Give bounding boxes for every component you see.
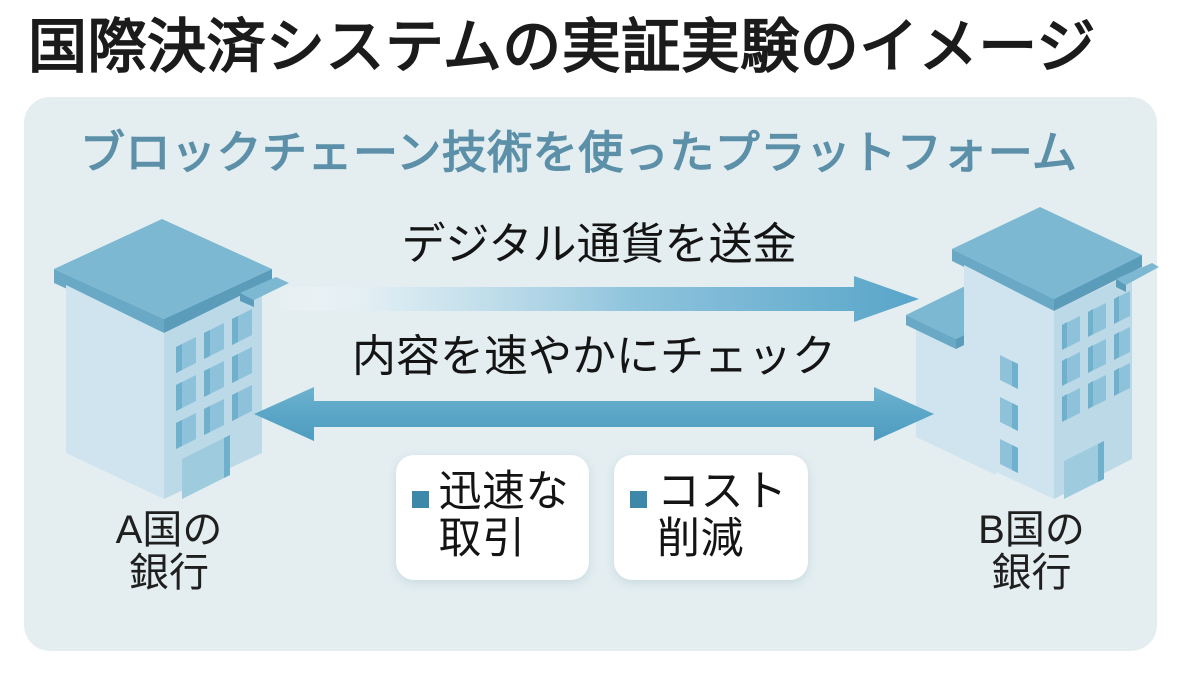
diagram-panel: ブロックチェーン技術を使ったプラットフォーム — [24, 97, 1159, 651]
benefit-card-swift-transactions[interactable]: 迅速な 取引 — [395, 455, 589, 580]
flow-remittance-label: デジタル通貨を送金 — [401, 220, 797, 269]
benefit-label: コスト 削減 — [657, 468, 788, 564]
arrow-right-icon — [279, 276, 919, 322]
bank-b-building — [904, 207, 1159, 507]
arrow-bidirectional-icon — [254, 387, 934, 441]
flow-verification: 内容を速やかにチェック — [254, 329, 934, 441]
page-title: 国際決済システムの実証実験のイメージ — [28, 14, 1097, 80]
office-building-icon — [54, 219, 289, 499]
platform-subtitle: ブロックチェーン技術を使ったプラットフォーム — [80, 127, 1078, 178]
office-building-icon — [906, 207, 1159, 499]
flow-remittance: デジタル通貨を送金 — [279, 217, 919, 322]
bank-a-building — [44, 207, 289, 507]
bank-a-label: A国の 銀行 — [115, 508, 223, 596]
benefit-label: 迅速な 取引 — [438, 468, 569, 564]
benefit-card-cost-reduction[interactable]: コスト 削減 — [614, 455, 808, 580]
building-entrance — [182, 435, 230, 499]
bank-b-label: B国の 銀行 — [978, 508, 1085, 596]
benefits-list: 迅速な 取引 コスト 削減 — [329, 455, 874, 605]
building-entrance — [1064, 441, 1104, 499]
flow-verification-label: 内容を速やかにチェック — [352, 332, 836, 381]
bullet-square-icon — [411, 491, 429, 508]
bullet-square-icon — [630, 491, 647, 508]
